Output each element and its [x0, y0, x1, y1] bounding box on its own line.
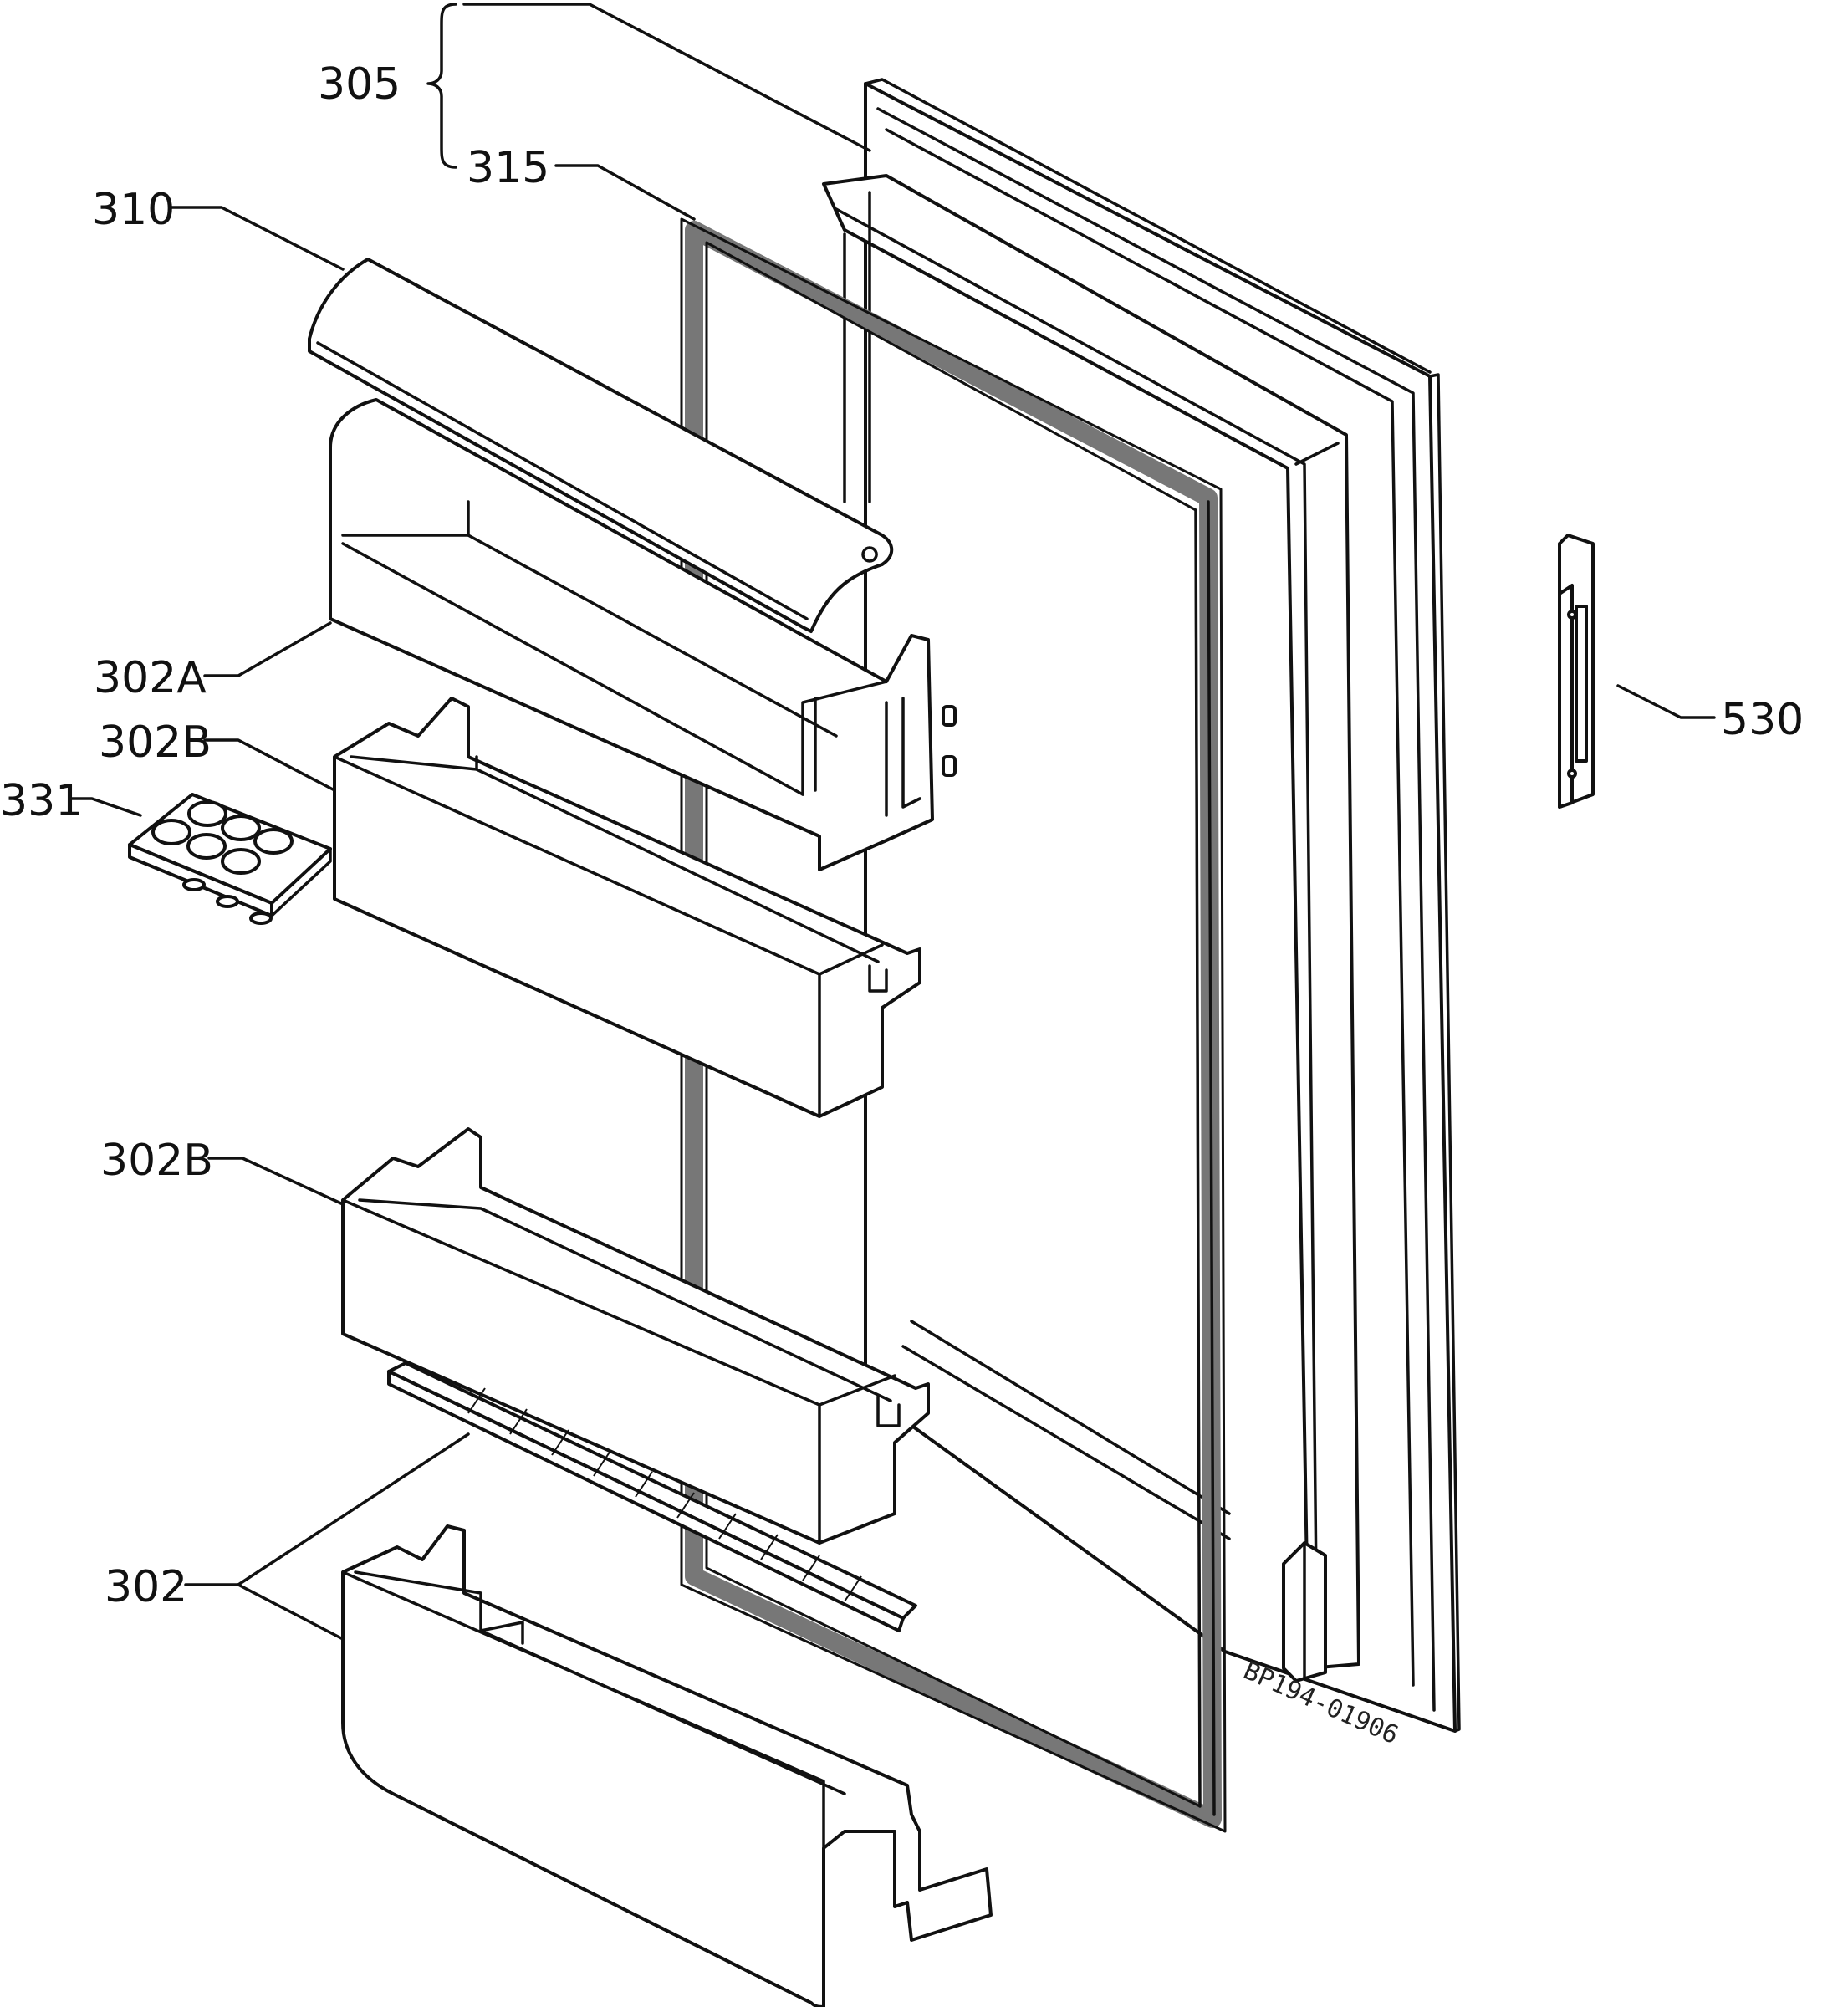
label-315: 315: [467, 143, 549, 193]
label-302a: 302A: [94, 653, 207, 703]
bottle-shelf: [341, 1524, 993, 2007]
door-shelf-upper: [333, 697, 921, 1118]
label-305: 305: [318, 59, 401, 110]
door-outer-frame: [822, 78, 1461, 1733]
egg-tray: [128, 793, 332, 925]
label-331: 331: [0, 776, 83, 826]
bottle-retainer: [387, 1361, 917, 1632]
label-302: 302: [105, 1562, 187, 1612]
door-shelf-lower: [341, 1127, 930, 1545]
dairy-compartment: [329, 398, 957, 871]
brace-305: [426, 3, 457, 169]
label-302b-bottom: 302B: [100, 1136, 213, 1186]
label-530: 530: [1721, 695, 1804, 745]
label-310: 310: [92, 185, 175, 235]
door-handle: [1558, 534, 1595, 809]
shelf-cover: [308, 258, 894, 633]
door-gasket: [680, 217, 1227, 1833]
leader-lines: [69, 3, 1716, 1641]
label-302b-top: 302B: [99, 718, 212, 768]
